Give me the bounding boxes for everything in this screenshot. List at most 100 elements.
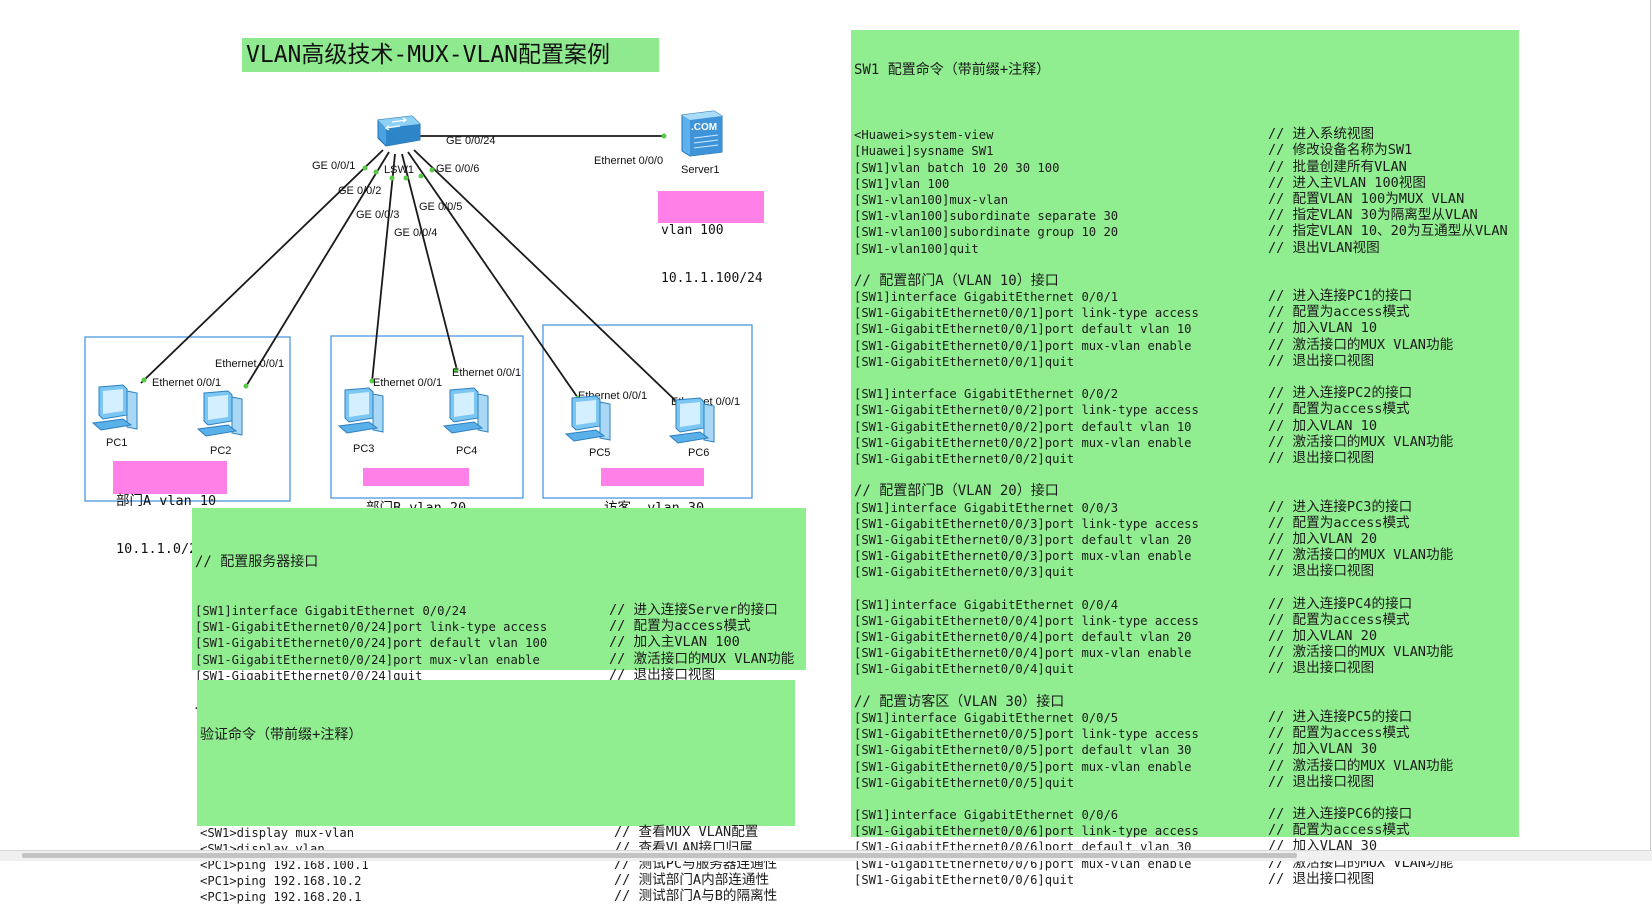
block-heading: // 配置部门B（VLAN 20）接口 [854,483,1059,500]
port-label-ge1: GE 0/0/1 [312,160,355,172]
block-heading: // 配置部门A（VLAN 10）接口 [854,272,1059,289]
command-text: [SW1-GigabitEthernet0/0/3]port link-type… [854,516,1199,531]
link-sw-pc6 [413,149,678,403]
code-line: [SW1-GigabitEthernet0/0/3]port default v… [854,530,1519,548]
pc-icon[interactable] [668,397,715,444]
verify-rows: <SW1>display mux-vlan// 查看MUX VLAN配置<SW1… [200,824,795,906]
command-text: [SW1-GigabitEthernet0/0/5]port link-type… [854,727,1199,742]
command-text: [SW1-GigabitEthernet0/0/2]port mux-vlan … [854,435,1192,450]
pc-icon[interactable] [337,387,384,434]
server-config-heading: // 配置服务器接口 [195,554,319,571]
command-text: [SW1]interface GigabitEthernet 0/0/1 [854,290,1119,305]
comment-text: // 加入VLAN 20 [1268,530,1378,547]
code-line: [SW1-GigabitEthernet0/0/24]quit// 退出接口视图 [195,667,806,684]
code-line: [SW1-GigabitEthernet0/0/4]port link-type… [854,612,1519,629]
pc-icon[interactable] [91,384,138,431]
pc-icon[interactable] [564,395,611,442]
comment-text: // 激活接口的MUX VLAN功能 [1268,757,1454,774]
command-text: [SW1-GigabitEthernet0/0/2]port link-type… [854,403,1199,418]
comment-text: // 加入VLAN 20 [1268,628,1378,644]
verify-heading: 验证命令（带前缀+注释） [200,727,363,744]
block-spacer [854,370,1519,386]
block-spacer [854,791,1519,807]
code-line: [SW1-GigabitEthernet0/0/1]quit // 退出接口视图 [854,352,1519,370]
pc-icon[interactable] [442,387,489,434]
code-line: [SW1-GigabitEthernet0/0/5]port default v… [854,741,1519,758]
horizontal-scrollbar[interactable] [0,850,1652,861]
command-text: [SW1-GigabitEthernet0/0/2]quit [854,451,1075,466]
comment-text: // 退出接口视图 [1268,870,1375,887]
command-text: [SW1-GigabitEthernet0/0/24]port link-typ… [195,620,548,635]
command-text: [SW1-GigabitEthernet0/0/5]port default v… [854,743,1192,758]
command-text: [SW1]vlan 100 [854,176,950,191]
group-box-dept-b [330,335,524,499]
pc-name: PC1 [106,437,127,449]
comment-text: // 配置VLAN 100为MUX VLAN [1268,190,1465,207]
comment-text: // 配置为access模式 [1268,514,1410,531]
port-label-pc1: Ethernet 0/0/1 [152,377,221,389]
code-line: [Huawei]sysname SW1// 修改设备名称为SW1 [854,142,1519,159]
pc-name: PC3 [353,443,374,455]
command-text: [SW1-GigabitEthernet0/0/24]port mux-vlan… [195,652,540,667]
port-label-ge2: GE 0/0/2 [338,185,381,197]
pc-name: PC2 [210,445,231,457]
command-text: [SW1-GigabitEthernet0/0/24]port default … [195,636,548,651]
server-name: Server1 [681,164,720,176]
code-line: [SW1-GigabitEthernet0/0/24]port mux-vlan… [195,651,806,668]
comment-text: // 指定VLAN 30为隔离型从VLAN [1268,207,1478,224]
command-text: [SW1]interface GigabitEthernet 0/0/2 [854,387,1119,402]
comment-text: // 进入连接PC6的接口 [1268,806,1413,823]
code-line: [SW1-GigabitEthernet0/0/24]port default … [195,634,806,651]
code-line: [SW1-GigabitEthernet0/0/3]port link-type… [854,514,1519,532]
comment-text: // 进入主VLAN 100视图 [1268,174,1426,191]
comment-text: // 测试部门A内部连通性 [614,872,770,889]
port-label-pc2: Ethernet 0/0/1 [215,358,284,370]
comment-text: // 退出接口视图 [1268,449,1375,466]
command-text: [SW1-GigabitEthernet0/0/1]port link-type… [854,306,1199,321]
code-line: [SW1]interface GigabitEthernet 0/0/6// 进… [854,806,1519,823]
code-line: [SW1-GigabitEthernet0/0/5]port mux-vlan … [854,757,1519,775]
horizontal-scrollbar-thumb[interactable] [22,853,1297,858]
command-text: [SW1]interface GigabitEthernet 0/0/5 [854,710,1119,725]
command-text: [SW1-GigabitEthernet0/0/1]port default v… [854,322,1192,337]
command-text: [SW1-GigabitEthernet0/0/1]quit [854,354,1075,369]
verify-box: 验证命令（带前缀+注释） <SW1>display mux-vlan// 查看M… [197,680,795,904]
command-text: [SW1-GigabitEthernet0/0/5]port mux-vlan … [854,759,1192,774]
port-label-server-eth: Ethernet 0/0/0 [594,155,663,167]
code-line: [SW1-GigabitEthernet0/0/6]quit // 退出接口视图 [854,870,1519,888]
code-line: [SW1-GigabitEthernet0/0/2]port mux-vlan … [854,434,1519,451]
pc-icon[interactable] [196,390,243,437]
comment-text: // 批量创建所有VLAN [1268,158,1407,175]
code-line: [SW1-vlan100]mux-vlan// 配置VLAN 100为MUX V… [854,190,1519,208]
comment-text: // 退出接口视图 [1268,773,1375,790]
code-line: [SW1]vlan 100 // 进入主VLAN 100视图 [854,174,1519,192]
switch-icon[interactable] [377,115,421,147]
command-text: [SW1-GigabitEthernet0/0/5]quit [854,775,1075,790]
sw1-config-blocks: <Huawei>system-view// 进入系统视图[Huawei]sysn… [854,111,1519,888]
command-text: [SW1-GigabitEthernet0/0/6]quit [854,872,1075,887]
command-text: [SW1-GigabitEthernet0/0/2]port default v… [854,419,1192,434]
comment-text: // 进入连接PC5的接口 [1268,708,1413,725]
comment-text: // 退出接口视图 [1268,352,1375,369]
comment-text: // 配置为access模式 [1268,725,1410,742]
command-text: [SW1-vlan100]quit [854,241,979,256]
comment-text: // 加入主VLAN 100 [609,634,740,651]
sw1-config-box: SW1 配置命令（带前缀+注释） <Huawei>system-view// 进… [851,30,1519,887]
switch-name: LSW1 [384,164,414,176]
command-text: [SW1-GigabitEthernet0/0/3]port mux-vlan … [854,549,1192,564]
pc-name: PC5 [589,447,610,459]
code-line: [SW1]interface GigabitEthernet 0/0/2// 进… [854,385,1519,402]
code-line: [SW1-GigabitEthernet0/0/1]port link-type… [854,304,1519,321]
comment-text: // 激活接口的MUX VLAN功能 [1268,547,1454,564]
comment-text: // 激活接口的MUX VLAN功能 [1268,336,1454,353]
command-text: [SW1]vlan batch 10 20 30 100 [854,160,1060,175]
comment-text: // 进入连接PC1的接口 [1268,288,1413,305]
dept-a-vlan-line: 部门A vlan 10 [116,493,217,509]
server-icon[interactable] [681,110,723,157]
group-box-guest [542,324,753,499]
command-text: [SW1-GigabitEthernet0/0/6]port link-type… [854,824,1199,839]
command-text: [SW1-vlan100]subordinate separate 30 [854,209,1119,224]
server-ip-line: 10.1.1.100/24 [661,271,763,286]
comment-text: // 退出接口视图 [1268,660,1375,677]
